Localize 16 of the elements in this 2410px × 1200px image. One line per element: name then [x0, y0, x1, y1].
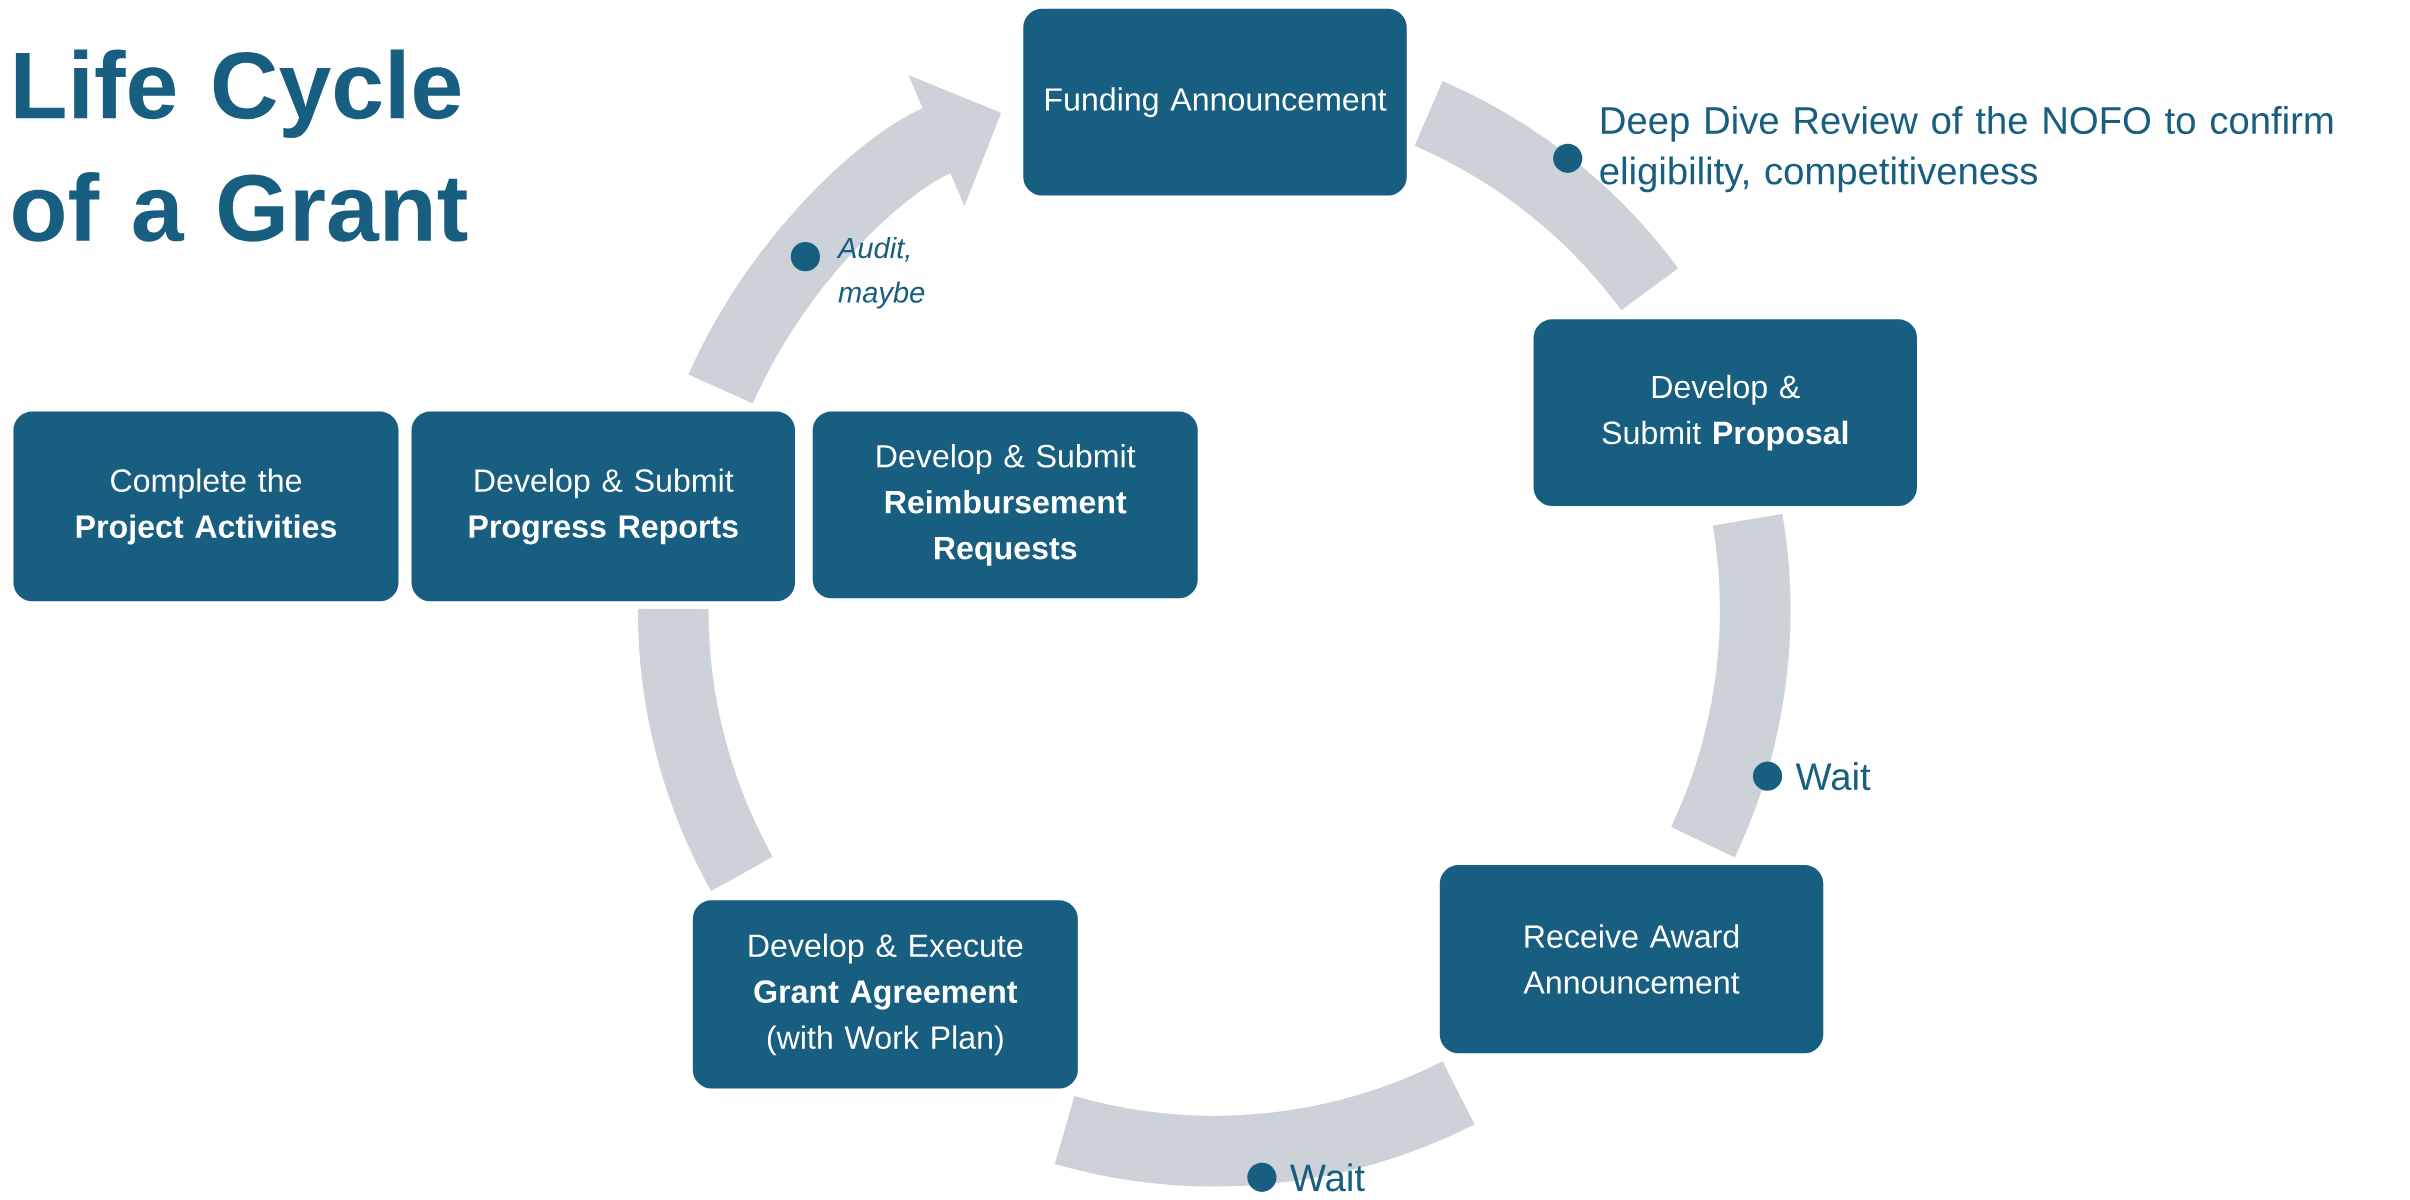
process-box: Receive Award Announcement	[1437, 862, 1826, 1056]
process-box: Develop & Submit Proposal	[1531, 316, 1920, 509]
process-box: Develop & Submit Progress Reports	[409, 409, 798, 604]
process-box: Develop & Submit Reimbursement Requests	[810, 409, 1201, 601]
note-text: Deep Dive Review of the NOFO to confirm eligibility, competitiveness	[1600, 105, 2333, 192]
process-box: Funding Announcement	[1020, 6, 1410, 198]
ring-segment	[1670, 514, 1791, 857]
note-text: Wait	[1290, 1163, 1365, 1192]
ring-segment	[1055, 1060, 1474, 1187]
note-text: Wait	[1795, 761, 1871, 791]
process-box: Develop & Execute Grant Agreement (with Work Plan)	[690, 897, 1081, 1091]
note-text: Audit, maybe	[836, 236, 925, 309]
title: Life Cycle of a Grant	[13, 49, 468, 242]
process-box: Complete the Project Activities	[11, 409, 401, 604]
ring-segment	[637, 608, 774, 891]
ring-segment	[1413, 81, 1678, 311]
